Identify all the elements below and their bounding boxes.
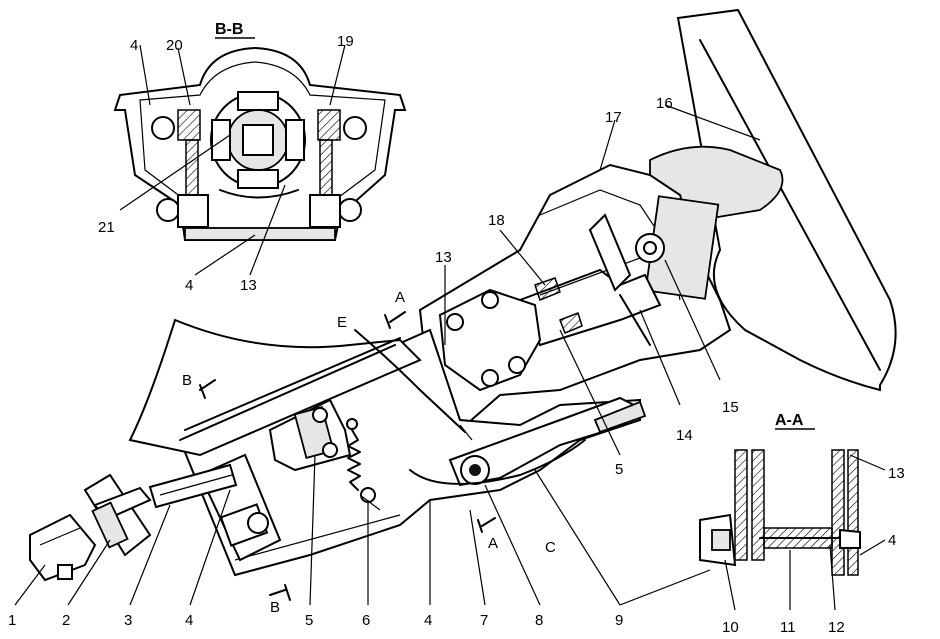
section-marker-b-left: B xyxy=(182,372,192,389)
callout-4-bb-bottom: 4 xyxy=(185,277,193,294)
section-label-bb: B-B xyxy=(215,21,243,38)
section-label-aa: A-A xyxy=(775,412,804,429)
callout-16: 16 xyxy=(656,95,673,112)
callout-18: 18 xyxy=(488,212,505,229)
callout-9: 9 xyxy=(615,612,623,629)
callout-4-bottom-middle: 4 xyxy=(424,612,432,629)
callout-3: 3 xyxy=(124,612,132,629)
section-bb-view xyxy=(113,46,407,241)
callout-6: 6 xyxy=(362,612,370,629)
callout-10: 10 xyxy=(722,619,739,636)
section-marker-a-bottom: A xyxy=(488,535,498,552)
callout-15: 15 xyxy=(722,399,739,416)
callout-11: 11 xyxy=(780,619,796,636)
callout-13-main: 13 xyxy=(435,249,452,266)
callout-8: 8 xyxy=(535,612,543,629)
lock-mechanism xyxy=(268,398,352,472)
callout-4-bb: 4 xyxy=(130,37,138,54)
callout-2: 2 xyxy=(62,612,70,629)
section-markers xyxy=(199,311,496,601)
universal-joint xyxy=(83,473,152,557)
callout-20: 20 xyxy=(166,37,183,54)
callout-12: 12 xyxy=(828,619,845,636)
section-marker-a-top: A xyxy=(395,289,405,306)
tie-rod-e xyxy=(354,329,473,441)
section-marker-b-bottom: B xyxy=(270,599,280,616)
callout-4-bottom-left: 4 xyxy=(185,612,193,629)
section-aa-view xyxy=(699,449,861,576)
callout-17: 17 xyxy=(605,109,622,126)
release-lever xyxy=(409,396,647,487)
mounting-plate xyxy=(438,288,542,392)
steering-gear-input xyxy=(29,513,97,582)
callout-7: 7 xyxy=(480,612,488,629)
letter-e: E xyxy=(337,314,347,331)
callout-13-bb: 13 xyxy=(240,277,257,294)
leader-lines xyxy=(14,44,886,611)
callout-5-bottom: 5 xyxy=(305,612,313,629)
callout-5-right: 5 xyxy=(615,461,623,478)
dashboard-contour xyxy=(128,318,422,457)
steering-shaft xyxy=(148,463,238,509)
callout-14: 14 xyxy=(676,427,693,444)
letter-c: C xyxy=(545,539,556,556)
callout-13-aa: 13 xyxy=(888,465,905,482)
callout-21: 21 xyxy=(98,219,115,236)
return-spring xyxy=(346,418,381,511)
callout-1: 1 xyxy=(8,612,16,629)
callout-4-aa: 4 xyxy=(888,532,896,549)
callout-19: 19 xyxy=(337,33,354,50)
column-tie-rod xyxy=(518,213,665,347)
